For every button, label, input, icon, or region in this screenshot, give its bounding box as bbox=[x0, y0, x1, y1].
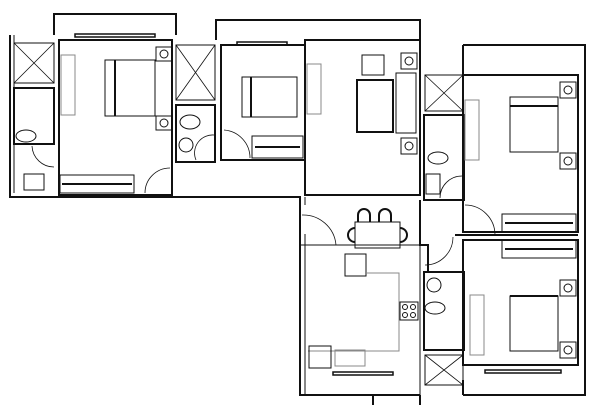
nightstand bbox=[155, 115, 173, 131]
wardrobe bbox=[251, 135, 304, 159]
toilet bbox=[424, 301, 446, 315]
bedroom-2 bbox=[220, 41, 306, 161]
sink bbox=[23, 173, 45, 191]
tv-cabinet bbox=[306, 63, 322, 115]
dining-kitchen bbox=[299, 208, 421, 396]
chair bbox=[378, 208, 392, 222]
bathroom-1 bbox=[13, 42, 55, 191]
outer-walls bbox=[9, 13, 586, 405]
door bbox=[439, 175, 463, 199]
bedroom-3 bbox=[462, 74, 579, 233]
nightstand bbox=[559, 152, 577, 170]
bed bbox=[509, 295, 559, 352]
dining-table bbox=[354, 221, 401, 249]
bathroom-4 bbox=[423, 236, 465, 386]
wardrobe bbox=[59, 174, 135, 194]
door bbox=[31, 145, 55, 168]
kitchen-sink bbox=[334, 349, 366, 367]
sink bbox=[425, 173, 441, 195]
toilet bbox=[427, 151, 449, 165]
chair bbox=[357, 208, 371, 222]
tv-cabinet bbox=[469, 294, 485, 356]
fridge bbox=[344, 253, 367, 277]
wardrobe bbox=[501, 239, 577, 259]
side-table bbox=[400, 137, 418, 155]
wardrobe bbox=[501, 213, 577, 233]
living-room bbox=[304, 39, 421, 196]
nightstand bbox=[155, 46, 173, 62]
tv-cabinet bbox=[60, 54, 76, 116]
armchair bbox=[361, 54, 385, 76]
bedroom-1 bbox=[58, 33, 173, 196]
toilet bbox=[15, 129, 37, 143]
door bbox=[223, 129, 251, 159]
chair bbox=[347, 227, 356, 243]
corridor bbox=[419, 200, 578, 272]
door bbox=[144, 167, 171, 194]
counter bbox=[308, 272, 400, 352]
side-table bbox=[400, 52, 418, 70]
bathroom-2 bbox=[175, 44, 216, 163]
stove bbox=[399, 301, 419, 321]
toilet bbox=[179, 114, 201, 130]
washing-machine bbox=[308, 345, 332, 369]
door bbox=[424, 236, 454, 266]
tv-cabinet bbox=[464, 99, 480, 161]
basin bbox=[426, 277, 442, 293]
bed bbox=[241, 76, 298, 118]
bedroom-4 bbox=[462, 239, 579, 374]
window bbox=[484, 369, 562, 374]
bed bbox=[509, 96, 559, 153]
nightstand bbox=[559, 341, 577, 359]
coffee-table bbox=[356, 79, 394, 133]
window bbox=[236, 41, 288, 46]
bed bbox=[104, 59, 156, 117]
bathroom-3 bbox=[423, 74, 496, 236]
basin bbox=[178, 137, 194, 153]
door bbox=[301, 214, 337, 246]
window bbox=[332, 371, 394, 376]
door bbox=[194, 134, 215, 161]
nightstand bbox=[559, 81, 577, 99]
sofa bbox=[395, 72, 417, 134]
window bbox=[74, 33, 156, 38]
door bbox=[464, 204, 496, 236]
chair bbox=[399, 227, 408, 243]
nightstand bbox=[559, 279, 577, 297]
